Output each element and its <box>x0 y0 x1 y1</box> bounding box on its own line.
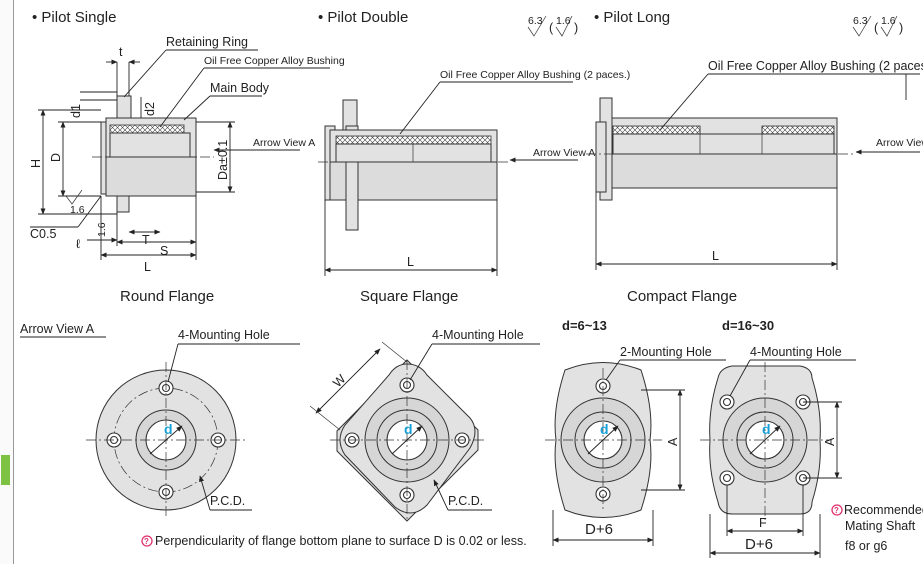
dim-d2: d2 <box>143 102 157 116</box>
dim-D6-large: D+6 <box>745 536 773 553</box>
dim-d-compact-large: d <box>762 421 771 437</box>
label-pcd-2: P.C.D. <box>448 494 483 508</box>
dim-D: D <box>49 153 63 162</box>
header-pilot-long: • Pilot Long <box>594 9 670 26</box>
compact-flange-front-small: d A D+6 2-Mounting Hole <box>545 345 726 546</box>
svg-text:): ) <box>899 21 903 35</box>
green-marker <box>1 455 10 485</box>
round-flange-side-view <box>92 95 214 213</box>
round-flange-front-view: d 4-Mounting Hole P.C.D. <box>86 328 300 518</box>
caption-compact-flange: Compact Flange <box>627 288 737 305</box>
dim-r16-1: 1.6 <box>96 222 108 237</box>
caption-round-flange: Round Flange <box>120 288 214 305</box>
svg-text:1.6: 1.6 <box>881 15 896 27</box>
perpendicularity-note: ? Perpendicularity of flange bottom plan… <box>141 534 527 548</box>
label-d-range-small: d=6~13 <box>562 318 607 333</box>
label-bushing-2: Oil Free Copper Alloy Bushing (2 paces.) <box>708 59 923 73</box>
label-note: Perpendicularity of flange bottom plane … <box>155 534 527 548</box>
svg-text:(: ( <box>874 21 879 35</box>
dim-d-square: d <box>404 421 413 437</box>
dim-W: W <box>330 372 348 390</box>
label-bushing-2-narrow: Oil Free Copper Alloy Bushing (2 paces.) <box>440 69 630 81</box>
label-pcd-1: P.C.D. <box>210 494 245 508</box>
svg-text:?: ? <box>834 506 839 515</box>
roughness-symbol-1: 6.3 ( 1.6 ) <box>527 15 578 37</box>
arrow-view-a-title: Arrow View A <box>20 322 95 336</box>
header-pilot-double: • Pilot Double <box>318 9 408 26</box>
dim-d-compact-small: d <box>600 421 609 437</box>
svg-text:?: ? <box>144 537 149 546</box>
label-oil-free-bushing: Oil Free Copper Alloy Bushing <box>204 55 345 67</box>
round-flange-callouts: Retaining Ring Oil Free Copper Alloy Bus… <box>123 35 345 153</box>
dim-F: F <box>759 516 767 530</box>
dim-T: T <box>142 233 150 247</box>
label-4-mounting-hole-2: 4-Mounting Hole <box>432 328 524 342</box>
dim-ell: ℓ <box>76 237 80 251</box>
dim-D6-small: D+6 <box>585 521 613 538</box>
dim-A-small: A <box>666 437 680 446</box>
svg-text:6.3: 6.3 <box>853 15 868 27</box>
recommended-shaft-note: ? Recommended Mating Shaft f8 or g6 <box>831 503 923 553</box>
dim-d1: d1 <box>69 104 83 118</box>
square-flange-front-view: d W 4-Mounting Hole P.C.D. <box>309 328 540 522</box>
dim-Da: Da±0.1 <box>216 140 230 180</box>
label-arrow-view-a-2: Arrow View A <box>533 147 595 159</box>
dim-L-round: L <box>144 260 151 274</box>
label-tolerance: f8 or g6 <box>845 539 887 553</box>
dim-chamfer: C0.5 <box>30 227 56 241</box>
dim-L-compact: L <box>712 249 719 263</box>
dim-H: H <box>29 159 43 168</box>
label-d-range-large: d=16~30 <box>722 318 774 333</box>
svg-text:6.3: 6.3 <box>528 15 543 27</box>
compact-flange-side-view: L Oil Free Copper Alloy Bushing (2 paces… <box>586 59 923 270</box>
svg-text:): ) <box>574 21 578 35</box>
dim-S: S <box>160 244 168 258</box>
label-arrow-view-a-1: Arrow View A <box>253 137 315 149</box>
dim-L-square: L <box>407 255 414 269</box>
label-retaining-ring: Retaining Ring <box>166 35 248 49</box>
label-main-body: Main Body <box>210 81 270 95</box>
compact-flange-front-large: d A F D+6 4-Mounting Hole <box>700 345 856 558</box>
square-flange-side-view: L Oil Free Copper Alloy Bushing (2 paces… <box>318 69 630 276</box>
dim-r16-2: 1.6 <box>70 204 85 216</box>
svg-text:(: ( <box>549 21 554 35</box>
label-mating-shaft: Mating Shaft <box>845 519 916 533</box>
label-4-mounting-hole-3: 4-Mounting Hole <box>750 345 842 359</box>
label-recommended: Recommended <box>844 503 923 517</box>
label-arrow-view-a-3: Arrow View A <box>876 137 923 149</box>
label-4-mounting-hole-1: 4-Mounting Hole <box>178 328 270 342</box>
svg-text:1.6: 1.6 <box>556 15 571 27</box>
left-margin-bar <box>0 0 14 564</box>
dim-t: t <box>119 45 123 59</box>
caption-square-flange: Square Flange <box>360 288 458 305</box>
dim-d-round: d <box>164 421 173 437</box>
roughness-symbol-2: 6.3 ( 1.6 ) <box>852 15 903 37</box>
header-pilot-single: • Pilot Single <box>32 9 116 26</box>
dim-A-large: A <box>823 437 837 446</box>
label-2-mounting-hole: 2-Mounting Hole <box>620 345 712 359</box>
